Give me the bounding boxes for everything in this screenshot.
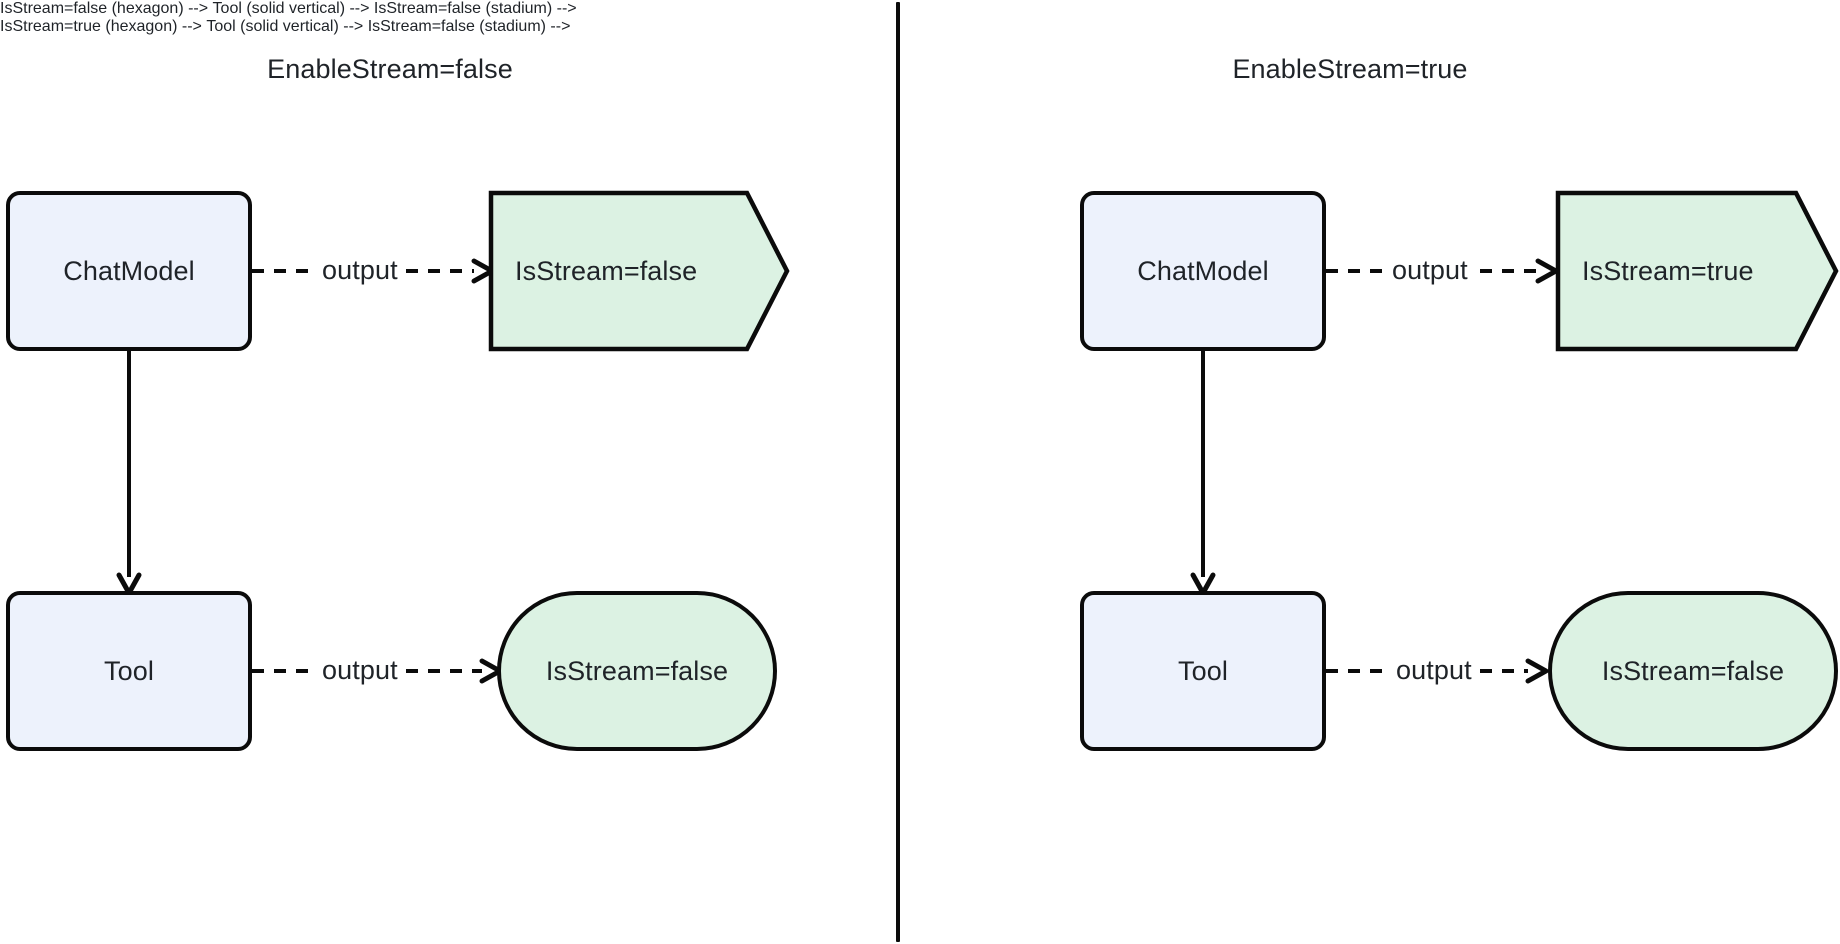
edge-label-output-chat-left: output	[318, 257, 402, 284]
node-chatmodel-left[interactable]: ChatModel	[6, 191, 252, 351]
panel-left: EnableStream=false ChatModel IsStream=fa…	[0, 0, 1840, 751]
panel-right: EnableStream=true ChatModel IsStream=tru…	[0, 18, 1840, 751]
node-tool-right-label: Tool	[1178, 655, 1228, 686]
panel-right-title: EnableStream=true	[1232, 54, 1468, 84]
node-tool-right[interactable]: Tool	[1080, 591, 1326, 751]
panel-left-title: EnableStream=false	[267, 54, 513, 84]
edge-chatmodel-to-tool-left	[113, 351, 145, 596]
node-tool-left[interactable]: Tool	[6, 591, 252, 751]
node-tool-left-label: Tool	[104, 655, 154, 686]
panel-divider	[896, 2, 900, 942]
arrowhead-icon	[1525, 658, 1549, 684]
node-chatmodel-left-label: ChatModel	[63, 255, 195, 286]
arrowhead-icon	[1535, 258, 1559, 284]
node-tool-result-right[interactable]: IsStream=false	[1548, 591, 1838, 751]
edge-label-output-tool-left: output	[318, 657, 402, 684]
hexagon-flag-shape	[1555, 190, 1839, 352]
node-chat-result-left-label: IsStream=false	[515, 255, 698, 286]
node-chat-result-right-label: IsStream=true	[1582, 255, 1754, 286]
node-tool-result-right-label: IsStream=false	[1601, 655, 1785, 686]
edge-label-output-chat-right: output	[1388, 257, 1472, 284]
edge-chatmodel-to-tool-right	[1187, 351, 1219, 596]
node-chatmodel-right[interactable]: ChatModel	[1080, 191, 1326, 351]
node-chatmodel-right-label: ChatModel	[1137, 255, 1269, 286]
hexagon-flag-shape	[488, 190, 790, 352]
edge-tool-to-result-right	[1326, 655, 1549, 687]
node-tool-result-left[interactable]: IsStream=false	[497, 591, 777, 751]
edge-label-output-tool-right: output	[1392, 657, 1476, 684]
node-tool-result-left-label: IsStream=false	[545, 655, 729, 686]
node-chat-result-right[interactable]: IsStream=true	[1555, 190, 1839, 352]
node-chat-result-left[interactable]: IsStream=false	[488, 190, 790, 352]
